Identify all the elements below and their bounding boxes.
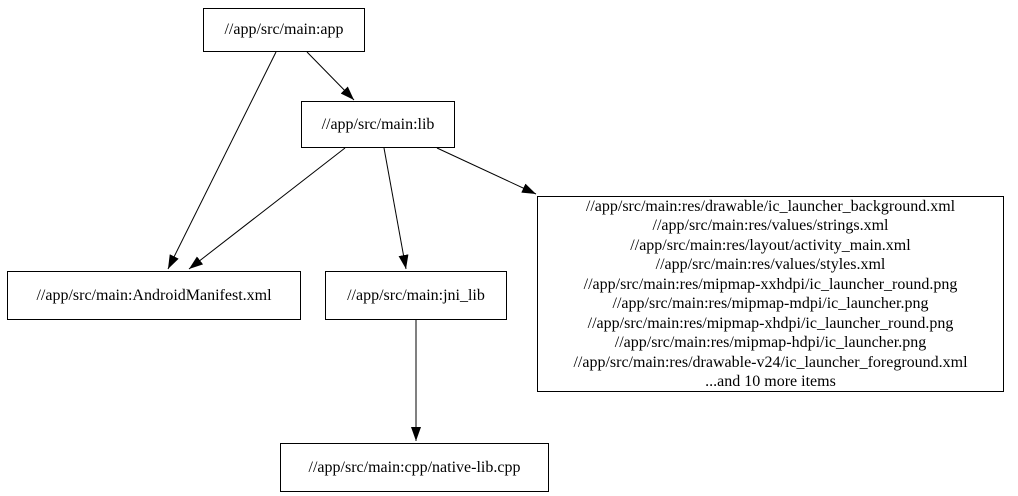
node-lib: //app/src/main:lib — [301, 101, 455, 148]
edge-lib-to-jni-lib — [383, 147, 409, 270]
node-app: //app/src/main:app — [203, 8, 365, 52]
node-native-lib-cpp: //app/src/main:cpp/native-lib.cpp — [280, 443, 549, 492]
edge-app-to-lib — [306, 51, 355, 101]
edge-app-to-manifest — [167, 51, 277, 270]
node-android-manifest: //app/src/main:AndroidManifest.xml — [7, 271, 301, 320]
edge-lib-to-manifest — [188, 147, 346, 270]
node-jni-lib: //app/src/main:jni_lib — [325, 271, 507, 320]
edge-lib-to-res-files — [436, 147, 537, 195]
node-res-files: //app/src/main:res/drawable/ic_launcher_… — [537, 196, 1004, 392]
